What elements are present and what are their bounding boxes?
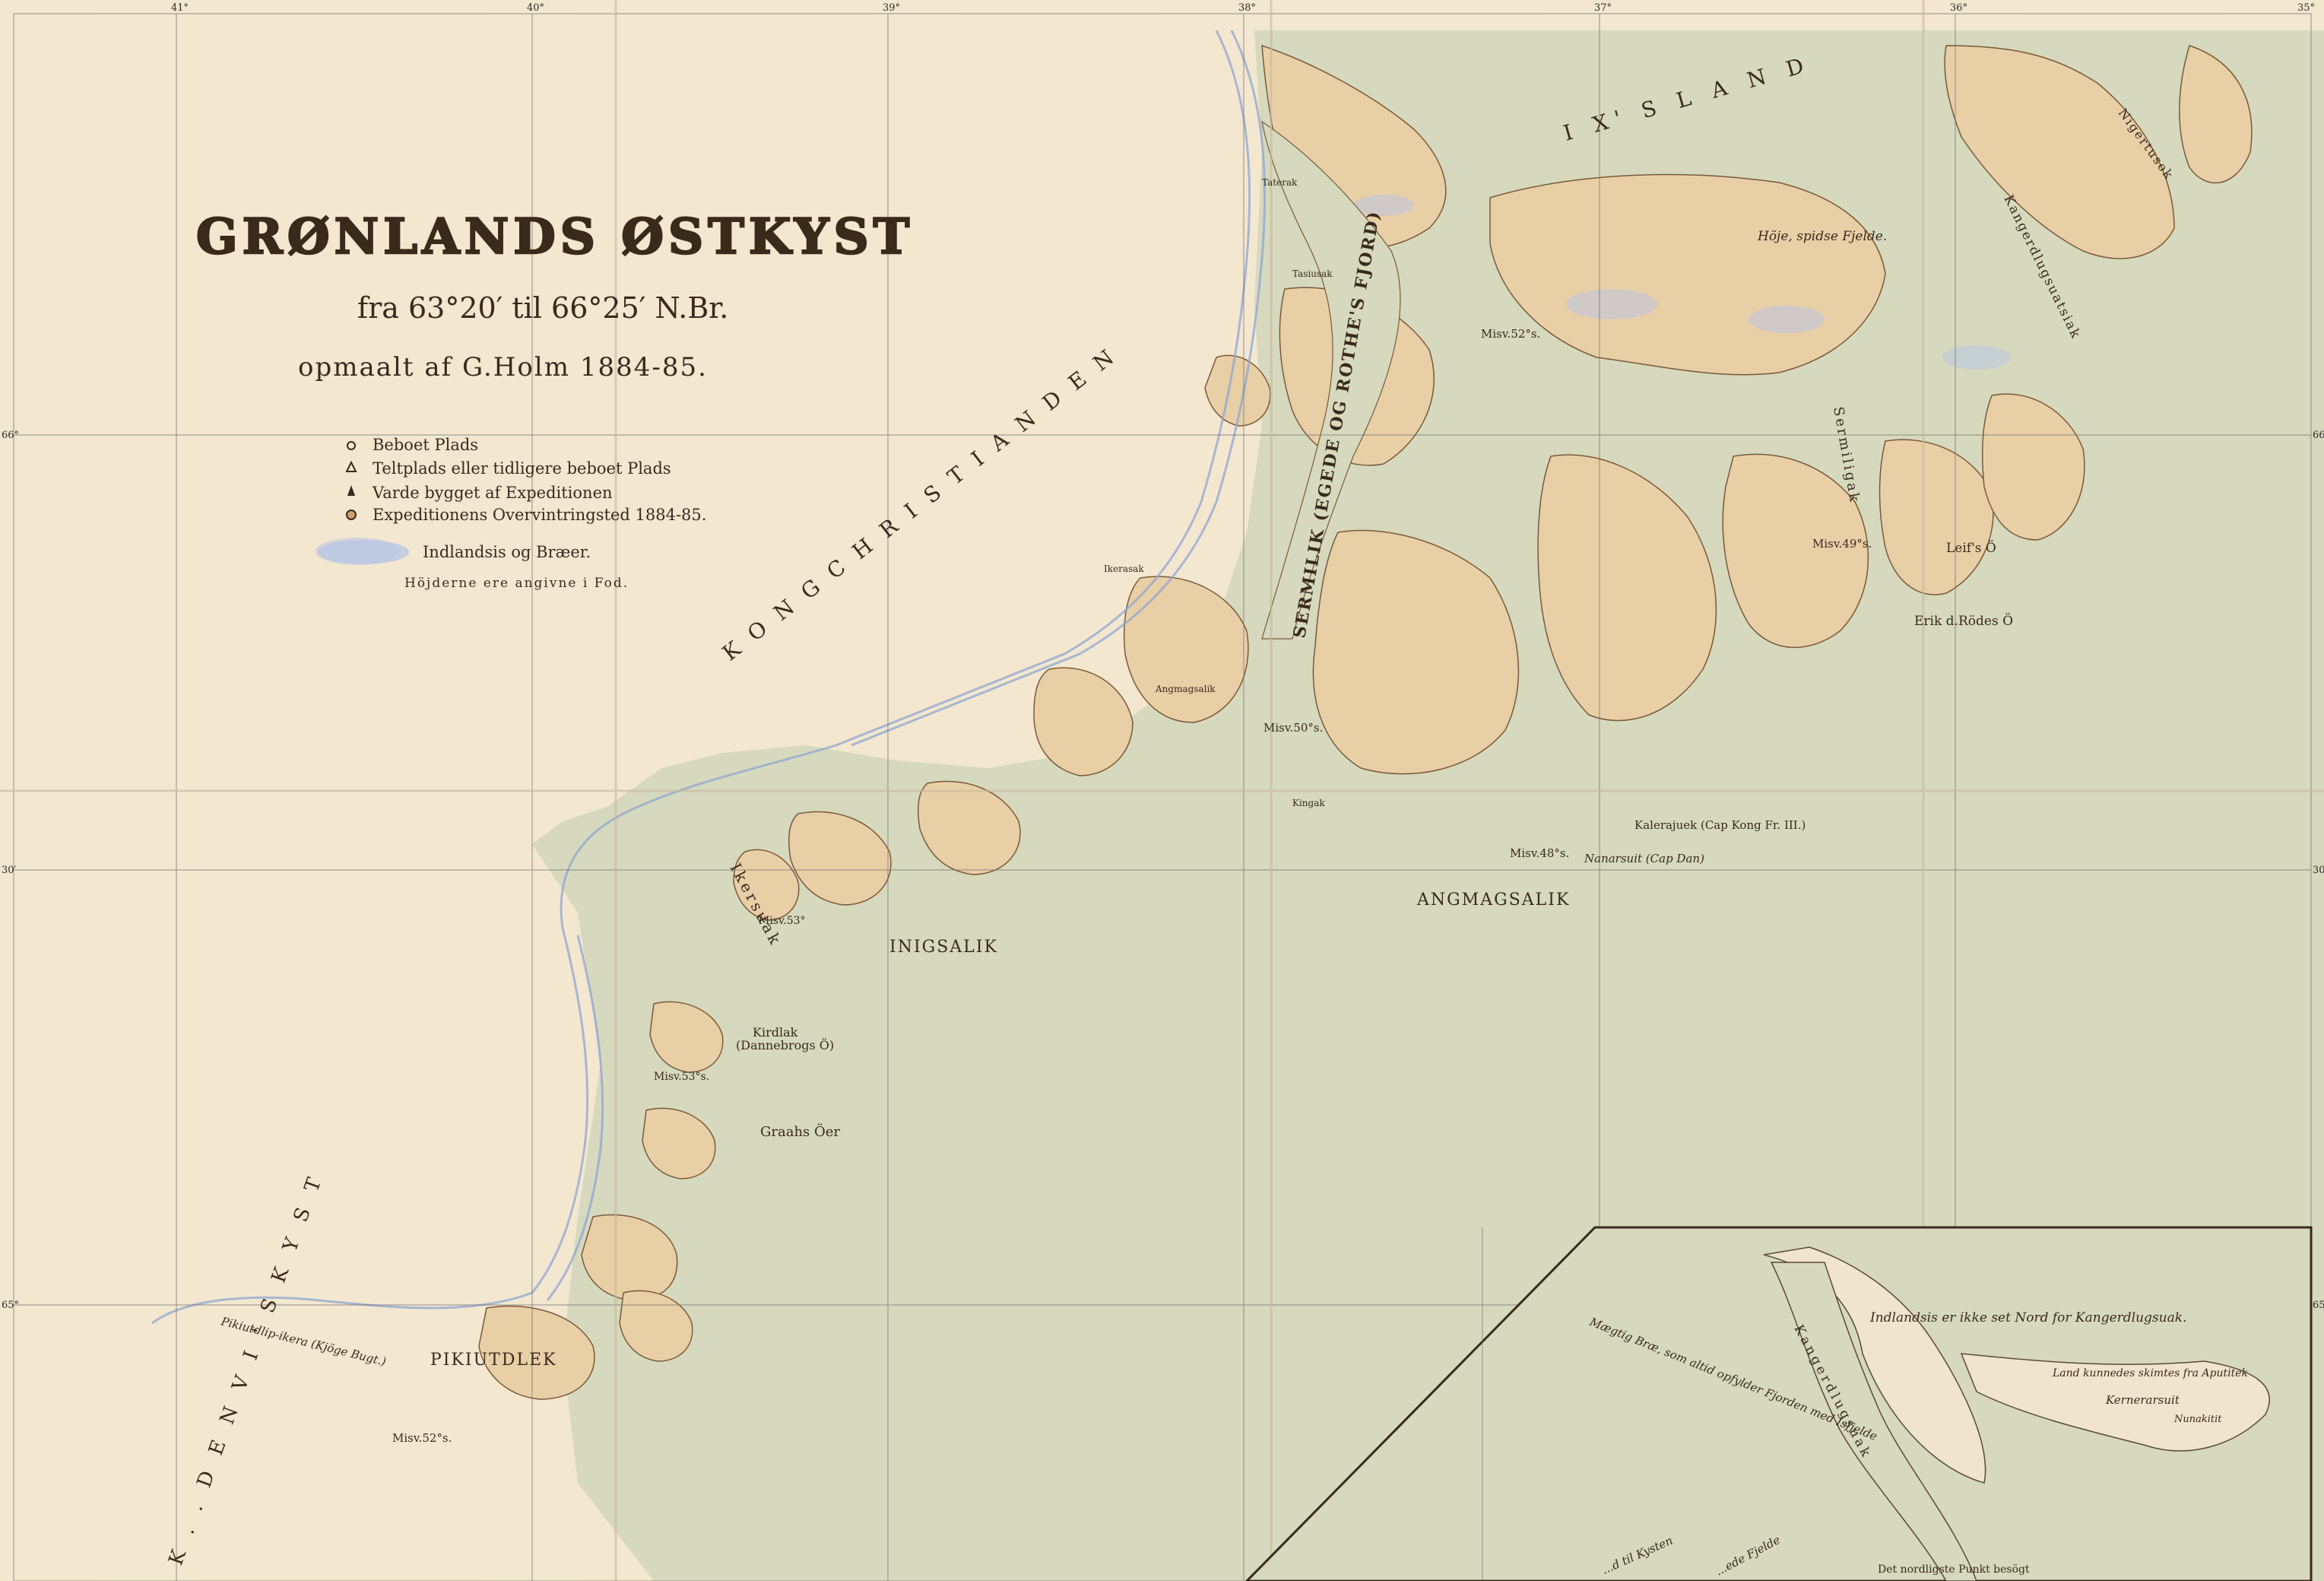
place-label-misv-52-north: Misv.52°s.	[1481, 327, 1540, 341]
title-subtitle-range: fra 63°20′ til 66°25′ N.Br.	[357, 291, 728, 325]
place-label-misv-50: Misv.50°s.	[1263, 721, 1323, 735]
place-label-graahs-oer: Graahs Öer	[760, 1122, 840, 1140]
inset-note-bottom: Det nordligste Punkt besögt	[1878, 1564, 2030, 1576]
place-label-kalerajuek: Kalerajuek (Cap Kong Fr. III.)	[1634, 818, 1806, 832]
lon-label-40: 40°	[527, 2, 544, 14]
lon-label-35: 35°	[2297, 2, 2315, 14]
inset-frame	[1244, 1226, 2313, 1581]
lon-label-36: 36°	[1950, 2, 1967, 14]
region-label-pikiutdlek: PIKIUTDLEK	[430, 1351, 557, 1370]
legend-label-cairn: Varde bygget af Expeditionen	[372, 484, 613, 502]
place-label-nunarsuit: Nanarsuit (Cap Dan)	[1584, 852, 1704, 865]
legend-inhabited-icon	[347, 441, 356, 450]
legend-label-winter-quarters: Expeditionens Overvintringsted 1884-85.	[373, 506, 706, 524]
place-label-erik-o: Erik d.Rödes Ö	[1914, 613, 2013, 629]
lat-label-30-right: 30′	[2313, 865, 2324, 876]
sermilik-fjord	[1261, 120, 1401, 640]
lon-label-39: 39°	[883, 2, 900, 14]
inset-fjord	[1770, 1262, 1977, 1581]
sea-area	[532, 30, 2324, 1581]
lat-label-65-right: 65°	[2313, 1300, 2324, 1311]
place-label-kirdlak: Kirdlak	[753, 1025, 798, 1040]
legend-label-tent: Teltplads eller tidligere beboet Plads	[373, 459, 671, 478]
place-label-angmagsalik-village: Angmagsalik	[1155, 684, 1216, 694]
lon-label-38: 38°	[1238, 2, 1256, 14]
place-label-taterak: Taterak	[1262, 177, 1298, 188]
inset-headland	[1960, 1353, 2270, 1452]
lat-label-30-left: 30′	[2, 865, 17, 876]
title-block: GRØNLANDS ØSTKYST fra 63°20′ til 66°25′ …	[195, 208, 914, 383]
legend-heights-note: Höjderne ere angivne i Fod.	[404, 576, 629, 591]
inset-note-land: Land kunnedes skimtes fra Aputitek	[2052, 1367, 2248, 1379]
place-label-misv-53: Misv.53°	[759, 915, 806, 927]
lat-label-65-left: 65°	[2, 1300, 19, 1311]
title-subtitle-surveyor: opmaalt af G.Holm 1884-85.	[298, 352, 708, 383]
place-label-misv-53-south: Misv.53°s.	[654, 1071, 709, 1083]
lon-label-37: 37°	[1594, 2, 1612, 14]
place-label-misv-49: Misv.49°s.	[1812, 537, 1872, 551]
place-label-dannebrogs: (Dannebrogs Ö)	[736, 1037, 834, 1052]
latitude-labels: 66° 30′ 65° 66° 30′ 65°	[2, 430, 2324, 1311]
inset-kernerarsuit: Kernerarsuit	[2105, 1393, 2180, 1407]
place-label-leifs-o: Leif's Ö	[1946, 540, 1996, 556]
place-label-misv-52-south: Misv.52°s.	[392, 1431, 452, 1445]
legend-ice-swatch	[318, 540, 409, 564]
legend-tent-icon	[345, 460, 357, 472]
legend-winter-quarters-icon	[346, 510, 357, 520]
place-label-misv-48: Misv.48°s.	[1510, 846, 1569, 860]
region-label-inigsalik: INIGSALIK	[889, 938, 998, 957]
legend-label-ice: Indlandsis og Bræer.	[423, 543, 591, 561]
place-label-hoje-fjelde: Höje, spidse Fjelde.	[1757, 229, 1887, 244]
inset-map: Indlandsis er ikke set Nord for Kangerdl…	[1244, 1226, 2313, 1581]
inset-land	[1763, 1246, 1986, 1484]
lon-label-41: 41°	[171, 2, 189, 14]
place-label-kingak: Kingak	[1292, 798, 1325, 808]
lat-label-66-left: 66°	[2, 430, 19, 441]
lat-label-66-right: 66°	[2313, 430, 2324, 441]
region-label-angmagsalik: ANGMAGSALIK	[1416, 891, 1570, 910]
inset-nunakitit: Nunakitit	[2173, 1414, 2222, 1425]
longitude-labels: 41° 40° 39° 38° 37° 36° 35°	[171, 2, 2315, 14]
inset-note-top: Indlandsis er ikke set Nord for Kangerdl…	[1869, 1310, 2186, 1325]
legend-cairn-icon	[347, 485, 355, 496]
legend: Beboet Plads Teltplads eller tidligere b…	[318, 436, 706, 591]
map-title: GRØNLANDS ØSTKYST	[196, 208, 914, 265]
place-label-ikerasak: Ikerasak	[1104, 564, 1144, 574]
place-label-tasiusak: Tasiusak	[1292, 268, 1333, 279]
legend-label-inhabited: Beboet Plads	[373, 436, 478, 454]
